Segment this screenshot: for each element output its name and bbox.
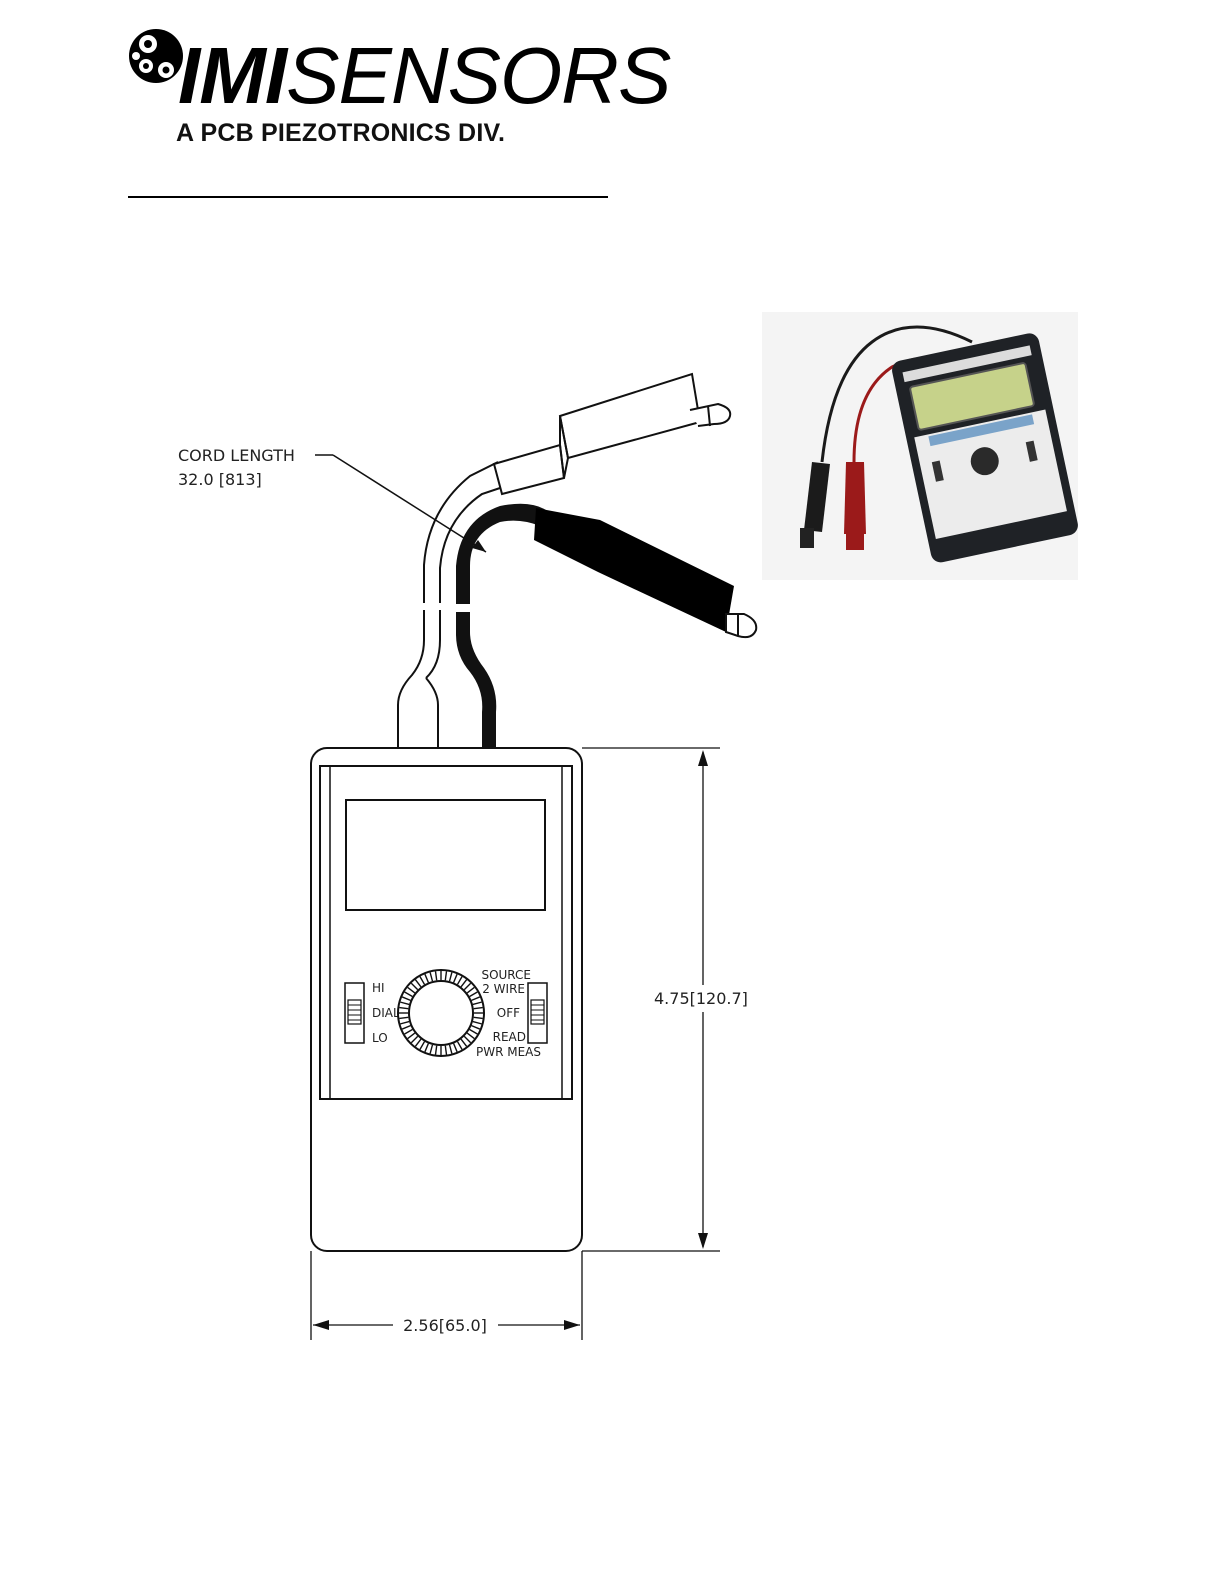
black-test-lead bbox=[456, 504, 756, 748]
switch-label-pwr-meas: PWR MEAS bbox=[476, 1045, 541, 1059]
switch-label-hi: HI bbox=[372, 981, 385, 995]
switch-label-source: SOURCE bbox=[481, 968, 531, 982]
display-window bbox=[346, 800, 545, 910]
dial-knob-inner bbox=[409, 981, 473, 1045]
cord-length-value: 32.0 [813] bbox=[178, 470, 262, 489]
switch-label-read: READ bbox=[493, 1030, 526, 1044]
switch-label-dial: DIAL bbox=[372, 1006, 400, 1020]
switch-label-off: OFF bbox=[497, 1006, 520, 1020]
cord-length-label: CORD LENGTH bbox=[178, 446, 295, 465]
product-photo bbox=[762, 312, 1078, 580]
cord-leader-arrow bbox=[333, 455, 486, 552]
switch-label-lo: LO bbox=[372, 1031, 388, 1045]
width-dimension-label: 2.56[65.0] bbox=[403, 1316, 487, 1335]
switch-label-2wire: 2 WIRE bbox=[482, 982, 525, 996]
height-dimension-label: 4.75[120.7] bbox=[654, 989, 748, 1008]
photo-red-clip bbox=[844, 462, 866, 550]
